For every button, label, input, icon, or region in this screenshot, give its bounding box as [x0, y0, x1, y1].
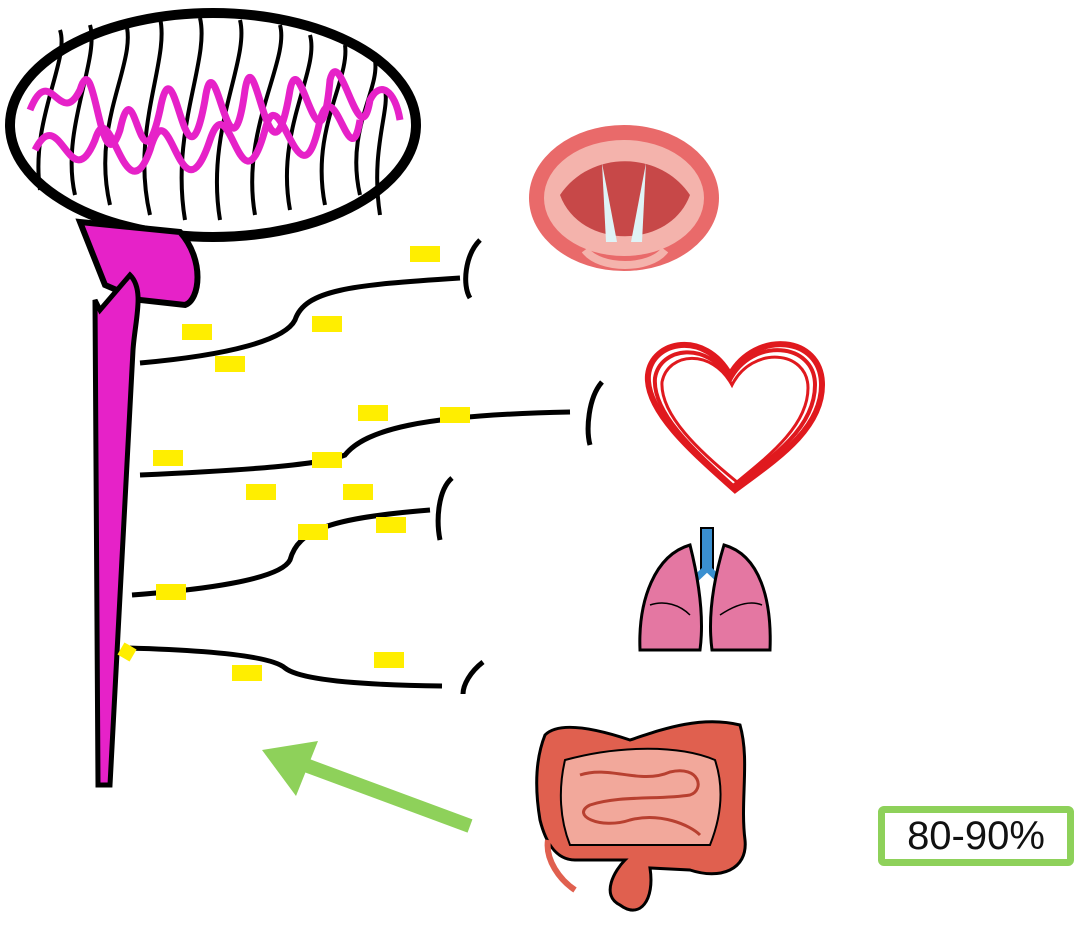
- fiber-marker: [358, 405, 388, 421]
- fiber-marker: [156, 584, 186, 600]
- lungs-icon: [640, 528, 770, 650]
- fiber-marker: [246, 484, 276, 500]
- brainstem: [80, 222, 198, 785]
- fiber-marker: [117, 642, 136, 661]
- fiber-marker: [215, 356, 245, 372]
- nerve-branch-heart: [140, 382, 602, 475]
- fiber-marker: [410, 246, 440, 262]
- fiber-marker: [153, 450, 183, 466]
- nerve-branch-intestines: [128, 648, 483, 694]
- fiber-marker: [298, 524, 328, 540]
- fiber-marker: [440, 407, 470, 423]
- heart-icon: [648, 344, 822, 490]
- fiber-marker: [312, 316, 342, 332]
- fiber-marker: [374, 652, 404, 668]
- fiber-marker: [343, 484, 373, 500]
- percentage-label: 80-90%: [878, 806, 1074, 866]
- fiber-marker: [312, 452, 342, 468]
- larynx-icon: [529, 125, 719, 271]
- fiber-marker: [182, 324, 212, 340]
- nerve-branch-lungs: [132, 478, 452, 595]
- intestines-icon: [537, 722, 746, 910]
- brain-icon: [10, 13, 416, 237]
- arrow-icon: [262, 741, 470, 826]
- fiber-marker: [232, 665, 262, 681]
- fiber-marker: [376, 517, 406, 533]
